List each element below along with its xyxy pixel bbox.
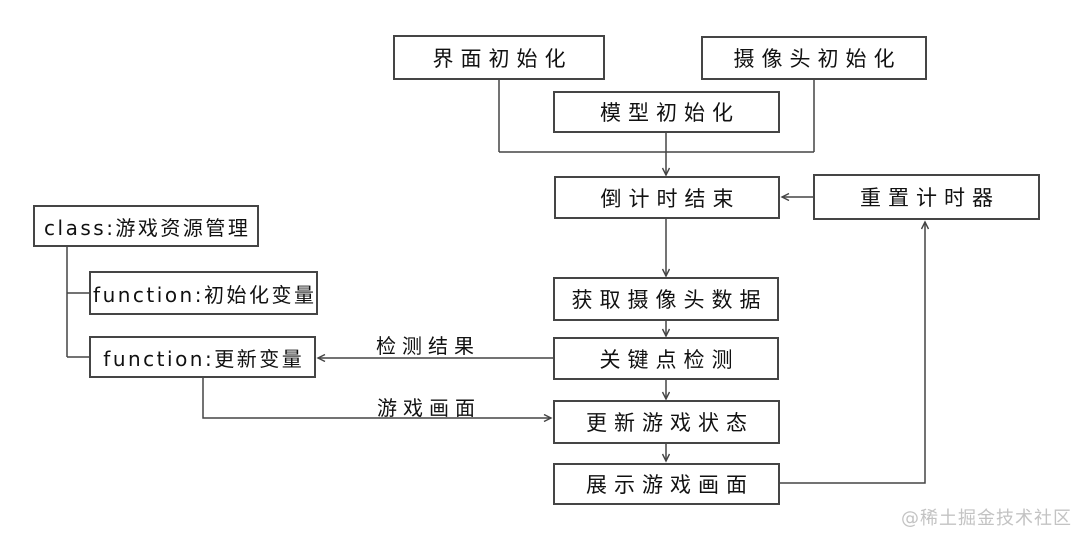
node-update-game-state: 更新游戏状态 — [553, 400, 780, 444]
edge-label-game-frame: 游戏画面 — [377, 398, 481, 420]
edge-funcupdate-to-updatestate — [202, 378, 551, 418]
node-reset-timer: 重置计时器 — [813, 174, 1040, 220]
edge-label-detection-result: 检测结果 — [376, 336, 480, 358]
edge-init-fanin — [498, 80, 815, 153]
node-class-game-resource: class:游戏资源管理 — [33, 205, 259, 247]
node-function-update-vars: function:更新变量 — [89, 336, 316, 378]
node-keypoint-detect: 关键点检测 — [553, 337, 779, 380]
node-function-init-vars: function:初始化变量 — [89, 271, 318, 315]
node-countdown-end: 倒计时结束 — [554, 176, 780, 219]
node-camera-init: 摄像头初始化 — [701, 36, 927, 80]
edge-showframe-to-resettimer — [780, 222, 925, 484]
node-ui-init: 界面初始化 — [393, 35, 605, 80]
node-get-camera-data: 获取摄像头数据 — [553, 277, 779, 321]
edge-class-tree — [66, 247, 89, 358]
node-model-init: 模型初始化 — [553, 91, 780, 133]
node-show-game-frame: 展示游戏画面 — [553, 463, 780, 505]
watermark-text: @稀土掘金技术社区 — [901, 508, 1072, 529]
